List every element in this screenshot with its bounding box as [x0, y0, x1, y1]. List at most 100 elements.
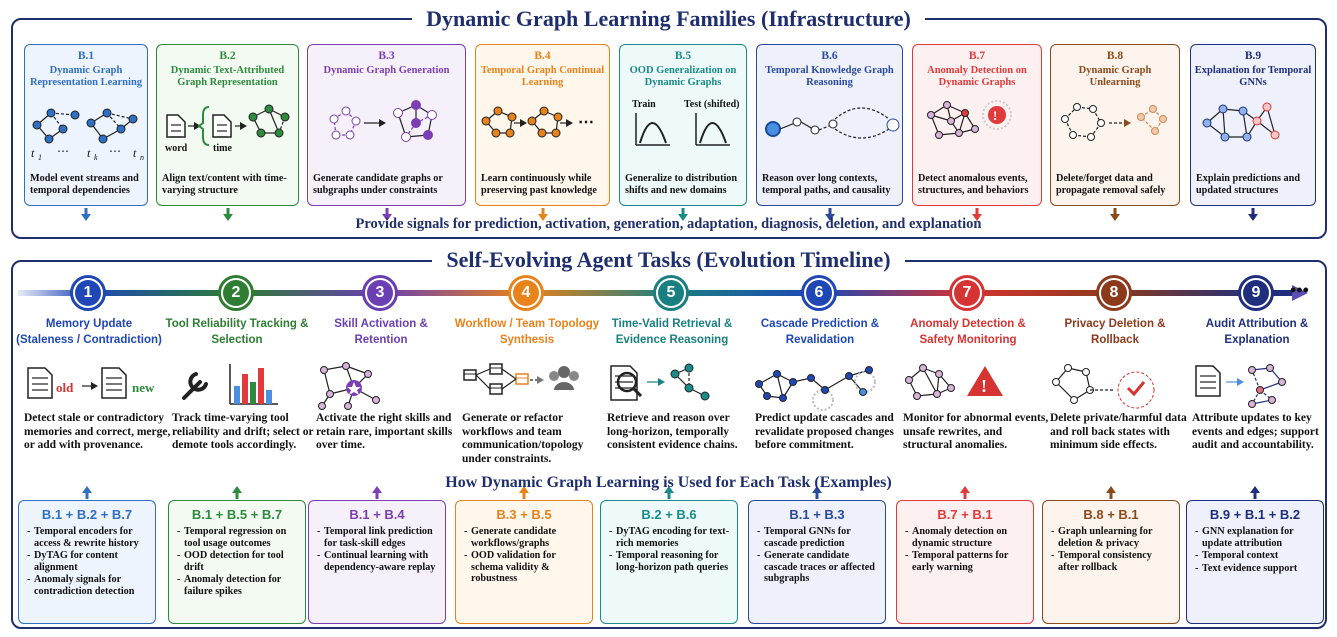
graph-edge [323, 369, 331, 395]
word-label: word [165, 143, 188, 154]
task-title: Privacy Deletion & Rollback [1064, 318, 1166, 346]
graph-edge [501, 368, 517, 380]
arrow-icon [1124, 119, 1131, 127]
infrastructure-title: Dynamic Graph Learning Families (Infrast… [0, 6, 1337, 32]
graph-node [274, 128, 284, 138]
example-list: DyTAG encoding for text-rich memoriesTem… [609, 526, 731, 573]
node-number: 8 [1101, 280, 1127, 306]
graph-node [128, 114, 138, 124]
example-item: Continual learning with dependency-aware… [317, 550, 439, 573]
graph-node [905, 376, 913, 384]
graph-node [935, 131, 943, 139]
graph-node [553, 112, 563, 122]
task-title: Tool Reliability Tracking & Selection [165, 318, 309, 346]
graph-node [70, 110, 80, 120]
timeline-arrow-icon [1292, 285, 1308, 301]
example-box: B.1 + B.2 + B.7Temporal encoders for acc… [18, 500, 156, 624]
card-code: B.1 [77, 50, 95, 62]
time-label: t [87, 146, 91, 160]
up-arrow-icon [82, 486, 92, 499]
magnifier-icon [616, 371, 638, 393]
graph-node [505, 128, 515, 138]
timeline-bar-segment [819, 290, 967, 296]
up-arrow-icon [960, 486, 970, 499]
arrow-icon [240, 122, 247, 130]
graph-edge [776, 373, 784, 399]
timeline-node-1: 1 [70, 275, 106, 311]
card-description: Generalize to distribution shifts and ne… [625, 173, 738, 196]
card-description: Explain predictions and updated structur… [1196, 173, 1300, 196]
node-number: 6 [806, 280, 832, 306]
graph-node [326, 390, 334, 398]
example-combo: B.1 + B.5 + B.7 [191, 507, 283, 522]
graph-edge [824, 375, 850, 391]
signals-caption: Provide signals for prediction, activati… [355, 216, 982, 232]
node-number: 3 [367, 280, 393, 306]
card-description: Align text/content with time-varying str… [162, 173, 287, 196]
timeline-node-4: 4 [508, 275, 544, 311]
card-description: Learn continuously while preserving past… [481, 173, 597, 196]
graph-node [1070, 396, 1078, 404]
down-arrow-icon [824, 208, 835, 221]
example-item: Temporal regression on tool usage outcom… [177, 526, 299, 549]
card-code: B.8 [1106, 50, 1124, 62]
workflow-step-icon [489, 383, 503, 395]
graph-node [427, 110, 437, 120]
time-label: t [133, 146, 137, 160]
example-list: Temporal encoders for access & rewrite h… [27, 526, 149, 597]
arrow-icon [566, 119, 573, 127]
card-illustration [1061, 103, 1167, 141]
graph-edge [1055, 381, 1075, 401]
wrench-icon [182, 372, 208, 400]
up-arrow-icon [232, 486, 242, 499]
card-description: Detect anomalous events, structures, and… [918, 173, 1029, 196]
down-arrow-icon [972, 208, 982, 221]
graph-node [1238, 106, 1248, 116]
down-arrow-icon [1248, 208, 1258, 221]
target-entity-node [886, 118, 900, 132]
graph-node [1266, 364, 1274, 372]
card-description: Generate candidate graphs or subgraphs u… [313, 173, 443, 196]
card-illustration [329, 100, 437, 142]
example-item: DyTAG encoding for text-rich memories [609, 526, 731, 549]
distribution-curve-icon [635, 113, 670, 146]
task-illustration [1052, 364, 1155, 409]
down-arrow-icon [222, 208, 233, 221]
node-number: 1 [75, 280, 101, 306]
graph-node [684, 363, 694, 373]
example-item: Anomaly signals for contradiction detect… [27, 574, 149, 597]
graph-node [1082, 368, 1090, 376]
document-icon [610, 365, 638, 401]
card-code: B.5 [674, 50, 692, 62]
up-arrow-icon [372, 486, 382, 499]
arrow-icon [658, 378, 665, 386]
example-combo: B.1 + B.3 [789, 507, 845, 522]
graph-node [280, 112, 290, 122]
card-name: Temporal Knowledge Graph Reasoning [765, 65, 894, 88]
graph-node [955, 129, 963, 137]
task-description: Monitor for abnormal events, unsafe rewr… [903, 412, 1049, 451]
graph-node [1137, 113, 1145, 121]
example-item: OOD validation for schema validity & rob… [464, 550, 586, 585]
example-list: Anomaly detection on dynamic structureTe… [905, 526, 1027, 573]
card-illustration: ⋯ [481, 106, 594, 138]
card-illustration [1202, 102, 1280, 142]
card-code: B.4 [534, 50, 551, 62]
graph-node [1270, 130, 1280, 140]
graph-node [1089, 105, 1097, 113]
example-item: Temporal consistency after rollback [1051, 550, 1173, 573]
up-arrow-icon [812, 486, 822, 499]
graph-node [684, 383, 694, 393]
graph-node [86, 118, 96, 128]
arrow-icon [379, 119, 386, 127]
graph-node [1149, 105, 1157, 113]
example-item: Temporal context [1195, 550, 1317, 562]
task-title: Skill Activation & Retention [334, 318, 428, 346]
graph-node [46, 108, 56, 118]
time-label: t [31, 146, 35, 160]
graph-node [329, 114, 339, 124]
